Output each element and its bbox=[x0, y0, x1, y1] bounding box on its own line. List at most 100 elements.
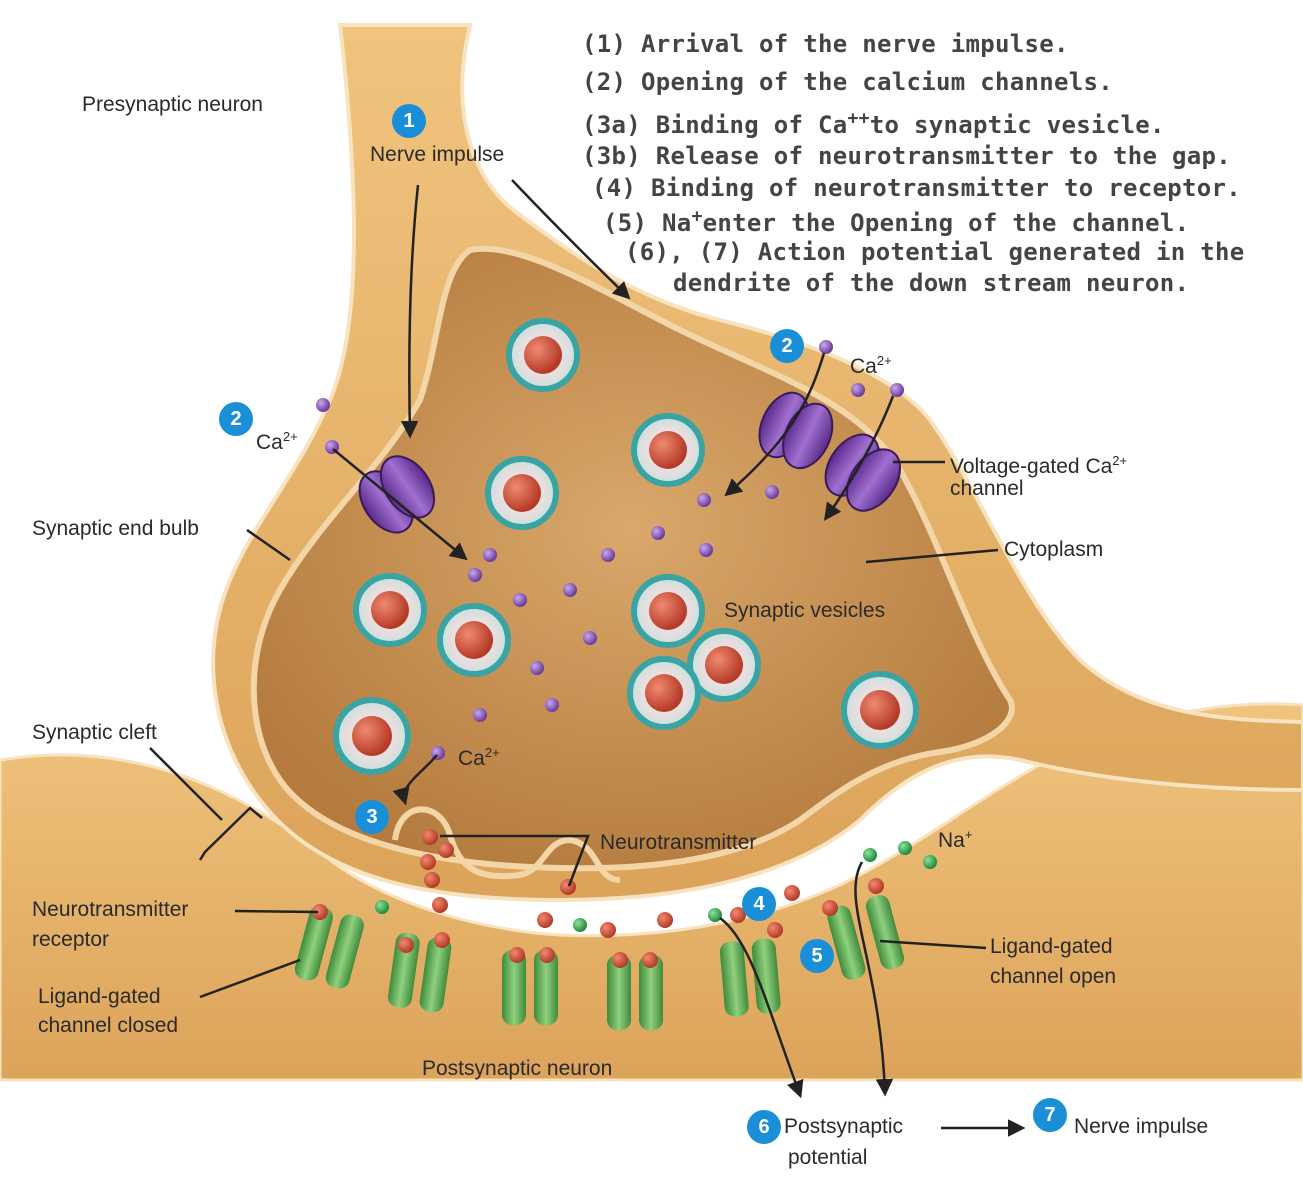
vesicle bbox=[437, 603, 511, 677]
calcium-ion bbox=[819, 340, 833, 354]
label-postsynaptic-potential: Postsynaptic bbox=[784, 1115, 904, 1138]
calcium-ion bbox=[583, 631, 597, 645]
neurotransmitter-molecule bbox=[730, 907, 746, 923]
calcium-ions bbox=[316, 340, 904, 760]
calcium-ion bbox=[563, 583, 577, 597]
calcium-ion bbox=[545, 698, 559, 712]
leader-cytoplasm bbox=[865, 548, 999, 564]
calcium-ion bbox=[697, 493, 711, 507]
neurotransmitter-molecule bbox=[434, 932, 450, 948]
neurotransmitter-molecule bbox=[438, 842, 454, 858]
ca-channel bbox=[358, 455, 436, 534]
arrow-nerve-impulse-left bbox=[400, 184, 420, 439]
neurotransmitter-molecule bbox=[422, 829, 438, 845]
label-ca-right: Ca2+ bbox=[850, 353, 892, 378]
step-3b: (3b) Release of neurotransmitter to the … bbox=[582, 142, 1231, 170]
leader-ligand-open bbox=[879, 939, 987, 950]
ligand-channel bbox=[387, 932, 452, 1013]
calcium-ion bbox=[473, 708, 487, 722]
step-badge-7: 7 bbox=[1033, 1098, 1067, 1132]
neurotransmitter-molecule bbox=[539, 947, 555, 963]
vesicle bbox=[631, 413, 705, 487]
calcium-ion bbox=[651, 526, 665, 540]
vesicle bbox=[687, 628, 761, 702]
step-6-7: (6), (7) Action potential generated in t… bbox=[625, 238, 1245, 266]
ligand-channel bbox=[607, 955, 663, 1030]
ligand-channel bbox=[502, 950, 558, 1025]
step-2: (2) Opening of the calcium channels. bbox=[582, 68, 1113, 96]
sodium-ion bbox=[375, 900, 389, 914]
step-badge-6: 6 bbox=[747, 1110, 781, 1144]
neurotransmitter-molecule bbox=[420, 854, 436, 870]
vesicle bbox=[841, 671, 919, 749]
vesicle bbox=[631, 574, 705, 648]
step-badge-2-right: 2 bbox=[770, 329, 804, 363]
label-ligand-open: Ligand-gated bbox=[990, 935, 1113, 958]
neurotransmitters bbox=[312, 829, 884, 968]
arrow-to-postsynaptic-potential-1 bbox=[719, 916, 804, 1099]
ligand-channel bbox=[294, 906, 364, 989]
step-badge-3: 3 bbox=[355, 800, 389, 834]
arrow-to-postsynaptic-potential-2 bbox=[854, 861, 894, 1097]
label-na: Na+ bbox=[938, 827, 973, 852]
label-neurotransmitter: Neurotransmitter bbox=[600, 831, 757, 854]
ligand-gated-channels bbox=[294, 895, 905, 1030]
calcium-ion bbox=[851, 383, 865, 397]
sodium-ion bbox=[573, 918, 587, 932]
neurotransmitter-molecule bbox=[424, 872, 440, 888]
ligand-channel bbox=[827, 895, 905, 980]
calcium-ion bbox=[699, 543, 713, 557]
vesicle bbox=[506, 318, 580, 392]
calcium-ion bbox=[530, 661, 544, 675]
calcium-ion bbox=[316, 398, 330, 412]
calcium-ion bbox=[601, 548, 615, 562]
neurotransmitter-molecule bbox=[612, 952, 628, 968]
label-cytoplasm: Cytoplasm bbox=[1004, 538, 1104, 561]
sodium-ion bbox=[708, 908, 722, 922]
step-badge-1: 1 bbox=[392, 104, 426, 138]
neurotransmitter-molecule bbox=[784, 885, 800, 901]
neurotransmitter-molecule bbox=[432, 897, 448, 913]
label-ligand-closed-2: channel closed bbox=[38, 1014, 179, 1037]
exocytosis-bumps bbox=[392, 806, 621, 883]
arrow-ca-right2 bbox=[823, 395, 895, 521]
label-ligand-open-2: channel open bbox=[990, 965, 1117, 988]
label-neurotransmitter-receptor: Neurotransmitter bbox=[32, 898, 189, 921]
leader-neurotransmitter bbox=[440, 834, 590, 887]
neurotransmitter-molecule bbox=[509, 947, 525, 963]
step-badge-2-left: 2 bbox=[219, 402, 253, 436]
step-4: (4) Binding of neurotransmitter to recep… bbox=[592, 174, 1241, 202]
neurotransmitter-molecule bbox=[642, 952, 658, 968]
synaptic-vesicles bbox=[333, 318, 919, 775]
arrow-nerve-impulse-right bbox=[511, 179, 631, 300]
neurotransmitter-molecule bbox=[868, 878, 884, 894]
sodium-ion bbox=[863, 848, 877, 862]
label-presynaptic-neuron: Presynaptic neuron bbox=[82, 93, 263, 116]
neurotransmitter-molecule bbox=[657, 912, 673, 928]
label-postsynaptic-potential-2: potential bbox=[788, 1146, 868, 1169]
leader-neurotransmitter-receptor bbox=[234, 909, 319, 914]
label-neurotransmitter-receptor-2: receptor bbox=[32, 928, 110, 951]
neurotransmitter-molecule bbox=[767, 922, 783, 938]
label-synaptic-vesicles: Synaptic vesicles bbox=[724, 599, 886, 622]
step-6-7-cont: dendrite of the down stream neuron. bbox=[673, 269, 1190, 297]
sodium-ions bbox=[375, 841, 937, 932]
sodium-ion bbox=[923, 855, 937, 869]
calcium-ion bbox=[765, 485, 779, 499]
leader-synaptic-end-bulb bbox=[246, 528, 291, 562]
ca-channel bbox=[758, 391, 834, 470]
vesicle bbox=[353, 573, 427, 647]
bracket-synaptic-cleft bbox=[198, 806, 263, 861]
vesicle bbox=[627, 656, 701, 730]
arrow-ca-right bbox=[724, 352, 826, 497]
label-voltage-gated: Voltage-gated Ca2+ bbox=[950, 453, 1128, 478]
vesicle bbox=[485, 456, 559, 530]
calcium-ion bbox=[483, 548, 497, 562]
neurotransmitter-molecule bbox=[398, 937, 414, 953]
cytoplasm-region bbox=[250, 245, 1015, 872]
sodium-ion bbox=[898, 841, 912, 855]
step-1: (1) Arrival of the nerve impulse. bbox=[582, 30, 1069, 58]
label-ligand-closed: Ligand-gated bbox=[38, 985, 161, 1008]
label-ca-left: Ca2+ bbox=[256, 429, 298, 454]
